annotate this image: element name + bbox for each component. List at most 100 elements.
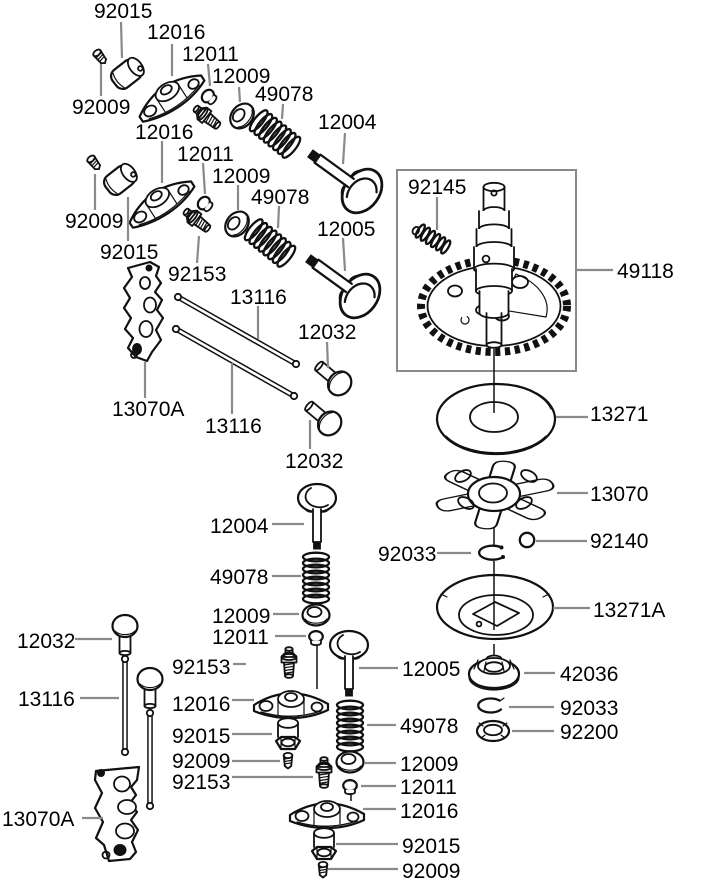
valve-spring-49078-c2: [335, 699, 365, 753]
part-label-13271: 13271: [590, 403, 649, 426]
spring-retainer-12009-b: [219, 205, 255, 243]
push-rod-13116-b1: [120, 654, 130, 757]
leader-lines: [75, 21, 613, 871]
valve-lifter-12032-1: [308, 354, 358, 402]
part-label-12004: 12004: [210, 515, 269, 538]
tappet-lifter-92015-b: [99, 159, 142, 200]
guide-plate-13070a-top: [122, 260, 165, 363]
leader-line: [195, 235, 201, 264]
spring-retainer-12009-c2: [335, 750, 365, 774]
valve-lifter-12032-b2: [136, 666, 164, 710]
leader-line: [201, 162, 207, 195]
leader-line: [341, 237, 347, 272]
tappet-lifter-92015-a: [106, 53, 149, 94]
part-label-12005: 12005: [317, 218, 376, 241]
intake-valve-12005: [293, 237, 390, 327]
rocker-arm-12016-c1: [252, 689, 330, 720]
part-label-92015: 92015: [94, 0, 153, 23]
part-label-92009: 92009: [172, 750, 231, 773]
leader-line: [119, 21, 124, 59]
valve-spring-49078-a: [246, 106, 304, 162]
part-label-12011: 12011: [212, 626, 269, 649]
push-rod-13116-2: [171, 324, 299, 401]
part-label-13116: 13116: [18, 688, 75, 711]
part-label-13271A: 13271A: [593, 599, 666, 622]
leader-line: [280, 103, 285, 120]
part-label-12016: 12016: [135, 121, 194, 144]
part-label-13070A: 13070A: [2, 808, 75, 831]
part-label-92140: 92140: [590, 530, 649, 553]
part-label-92015: 92015: [402, 835, 461, 858]
valve-spring-49078-c1: [301, 551, 331, 605]
spring-retainer-12009-c1: [301, 603, 331, 627]
camshaft-box: [396, 169, 577, 372]
part-label-12011: 12011: [400, 776, 457, 799]
exhaust-valve-12004-center: [296, 482, 338, 551]
part-label-12016: 12016: [400, 800, 459, 823]
valve-lifter-12032-2: [298, 394, 348, 442]
part-label-49118: 49118: [617, 260, 674, 283]
o-ring-92033-bottom: [477, 697, 505, 714]
part-label-92009: 92009: [65, 210, 124, 233]
pivot-92015-c2: [310, 825, 338, 861]
adjust-screw-92153-a: [189, 100, 225, 134]
valve-spring-49078-b: [241, 215, 299, 271]
pivot-92015-c1: [274, 715, 302, 751]
part-label-12016: 12016: [147, 21, 206, 44]
part-label-49078: 49078: [210, 566, 269, 589]
part-label-12016: 12016: [172, 693, 231, 716]
pin-92140: [518, 531, 536, 549]
part-label-92009: 92009: [402, 860, 461, 883]
part-label-12011: 12011: [182, 43, 239, 66]
part-label-49078: 49078: [251, 186, 310, 209]
part-label-92033: 92033: [560, 697, 619, 720]
governor-gear-42036: [467, 644, 521, 691]
part-label-12009: 12009: [212, 605, 271, 628]
valve-keeper-12011-c2: [342, 778, 358, 796]
adjust-screw-92153-c2: [315, 756, 333, 789]
rocker-arm-12016-c2: [288, 799, 366, 830]
part-label-12011: 12011: [177, 143, 234, 166]
part-label-13070A: 13070A: [112, 398, 185, 421]
part-label-92200: 92200: [560, 721, 619, 744]
part-label-12009: 12009: [212, 165, 271, 188]
part-label-12004: 12004: [318, 111, 377, 134]
part-label-92009: 92009: [72, 96, 131, 119]
governor-spring-92145: [409, 219, 454, 256]
set-screw-92009-b: [85, 153, 104, 173]
part-label-49078: 49078: [400, 715, 459, 738]
part-label-42036: 42036: [560, 663, 619, 686]
intake-valve-12005-center: [328, 629, 370, 698]
dish-plate-13271a: [435, 573, 555, 641]
part-label-12032: 12032: [17, 630, 76, 653]
leader-line: [325, 341, 330, 369]
part-label-13116: 13116: [205, 415, 262, 438]
cam-adjuster-plate-13070: [435, 460, 555, 530]
push-rod-13116-b2: [145, 708, 155, 811]
washer-13271: [435, 382, 557, 456]
part-label-92153: 92153: [172, 771, 231, 794]
leader-line: [206, 63, 212, 87]
set-screw-92009-c1: [282, 752, 294, 770]
part-label-12032: 12032: [285, 450, 344, 473]
part-label-92153: 92153: [172, 656, 231, 679]
part-label-13116: 13116: [230, 286, 287, 309]
part-label-92145: 92145: [408, 176, 467, 199]
part-label-92033: 92033: [378, 543, 437, 566]
push-rod-13116-1: [173, 292, 301, 369]
valve-keeper-12011-c1: [308, 629, 324, 647]
part-label-12005: 12005: [402, 658, 461, 681]
guide-plate-13070a-bottom: [93, 765, 141, 863]
part-label-12009: 12009: [212, 65, 271, 88]
adjust-screw-92153-c1: [280, 646, 298, 679]
cap-nut-12011-a: [198, 86, 220, 108]
part-label-13070: 13070: [590, 483, 649, 506]
spring-retainer-12009-a: [224, 97, 260, 135]
part-label-92015: 92015: [172, 725, 231, 748]
set-screw-92009-c2: [317, 861, 329, 879]
leader-line: [237, 86, 242, 103]
washer-92200: [475, 719, 511, 743]
valve-lifter-12032-b1: [111, 613, 139, 657]
